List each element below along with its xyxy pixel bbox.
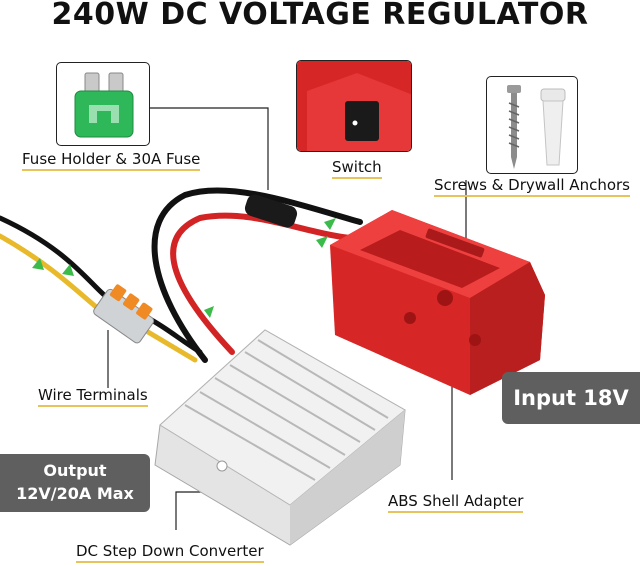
inline-fuse-holder [244,194,298,228]
switch-icon [297,61,411,151]
wires [0,187,363,363]
fuse-image-box [56,62,150,146]
input-voltage-tag: Input 18V [502,372,640,424]
screws-image-box [486,76,578,174]
output-tag-line1: Output [43,461,107,480]
callout-fuse: Fuse Holder & 30A Fuse [22,150,201,171]
callout-switch: Switch [332,158,382,179]
screws-icon [507,85,566,169]
callout-screws: Screws & Drywall Anchors [434,176,630,197]
flow-arrows [32,218,336,318]
wire-terminal-connector [93,284,155,344]
fuse-icon [74,72,134,138]
output-rating-tag: Output 12V/20A Max [0,454,150,512]
callout-abs-shell: ABS Shell Adapter [388,492,524,513]
output-tag-line2: 12V/20A Max [16,484,134,503]
page-title: 240W DC VOLTAGE REGULATOR [51,0,589,32]
callout-wire-terminals: Wire Terminals [38,386,148,407]
switch-image-box [296,60,412,152]
callout-converter: DC Step Down Converter [76,542,264,563]
dc-step-down-converter [154,329,406,546]
abs-shell-adapter [330,210,545,395]
